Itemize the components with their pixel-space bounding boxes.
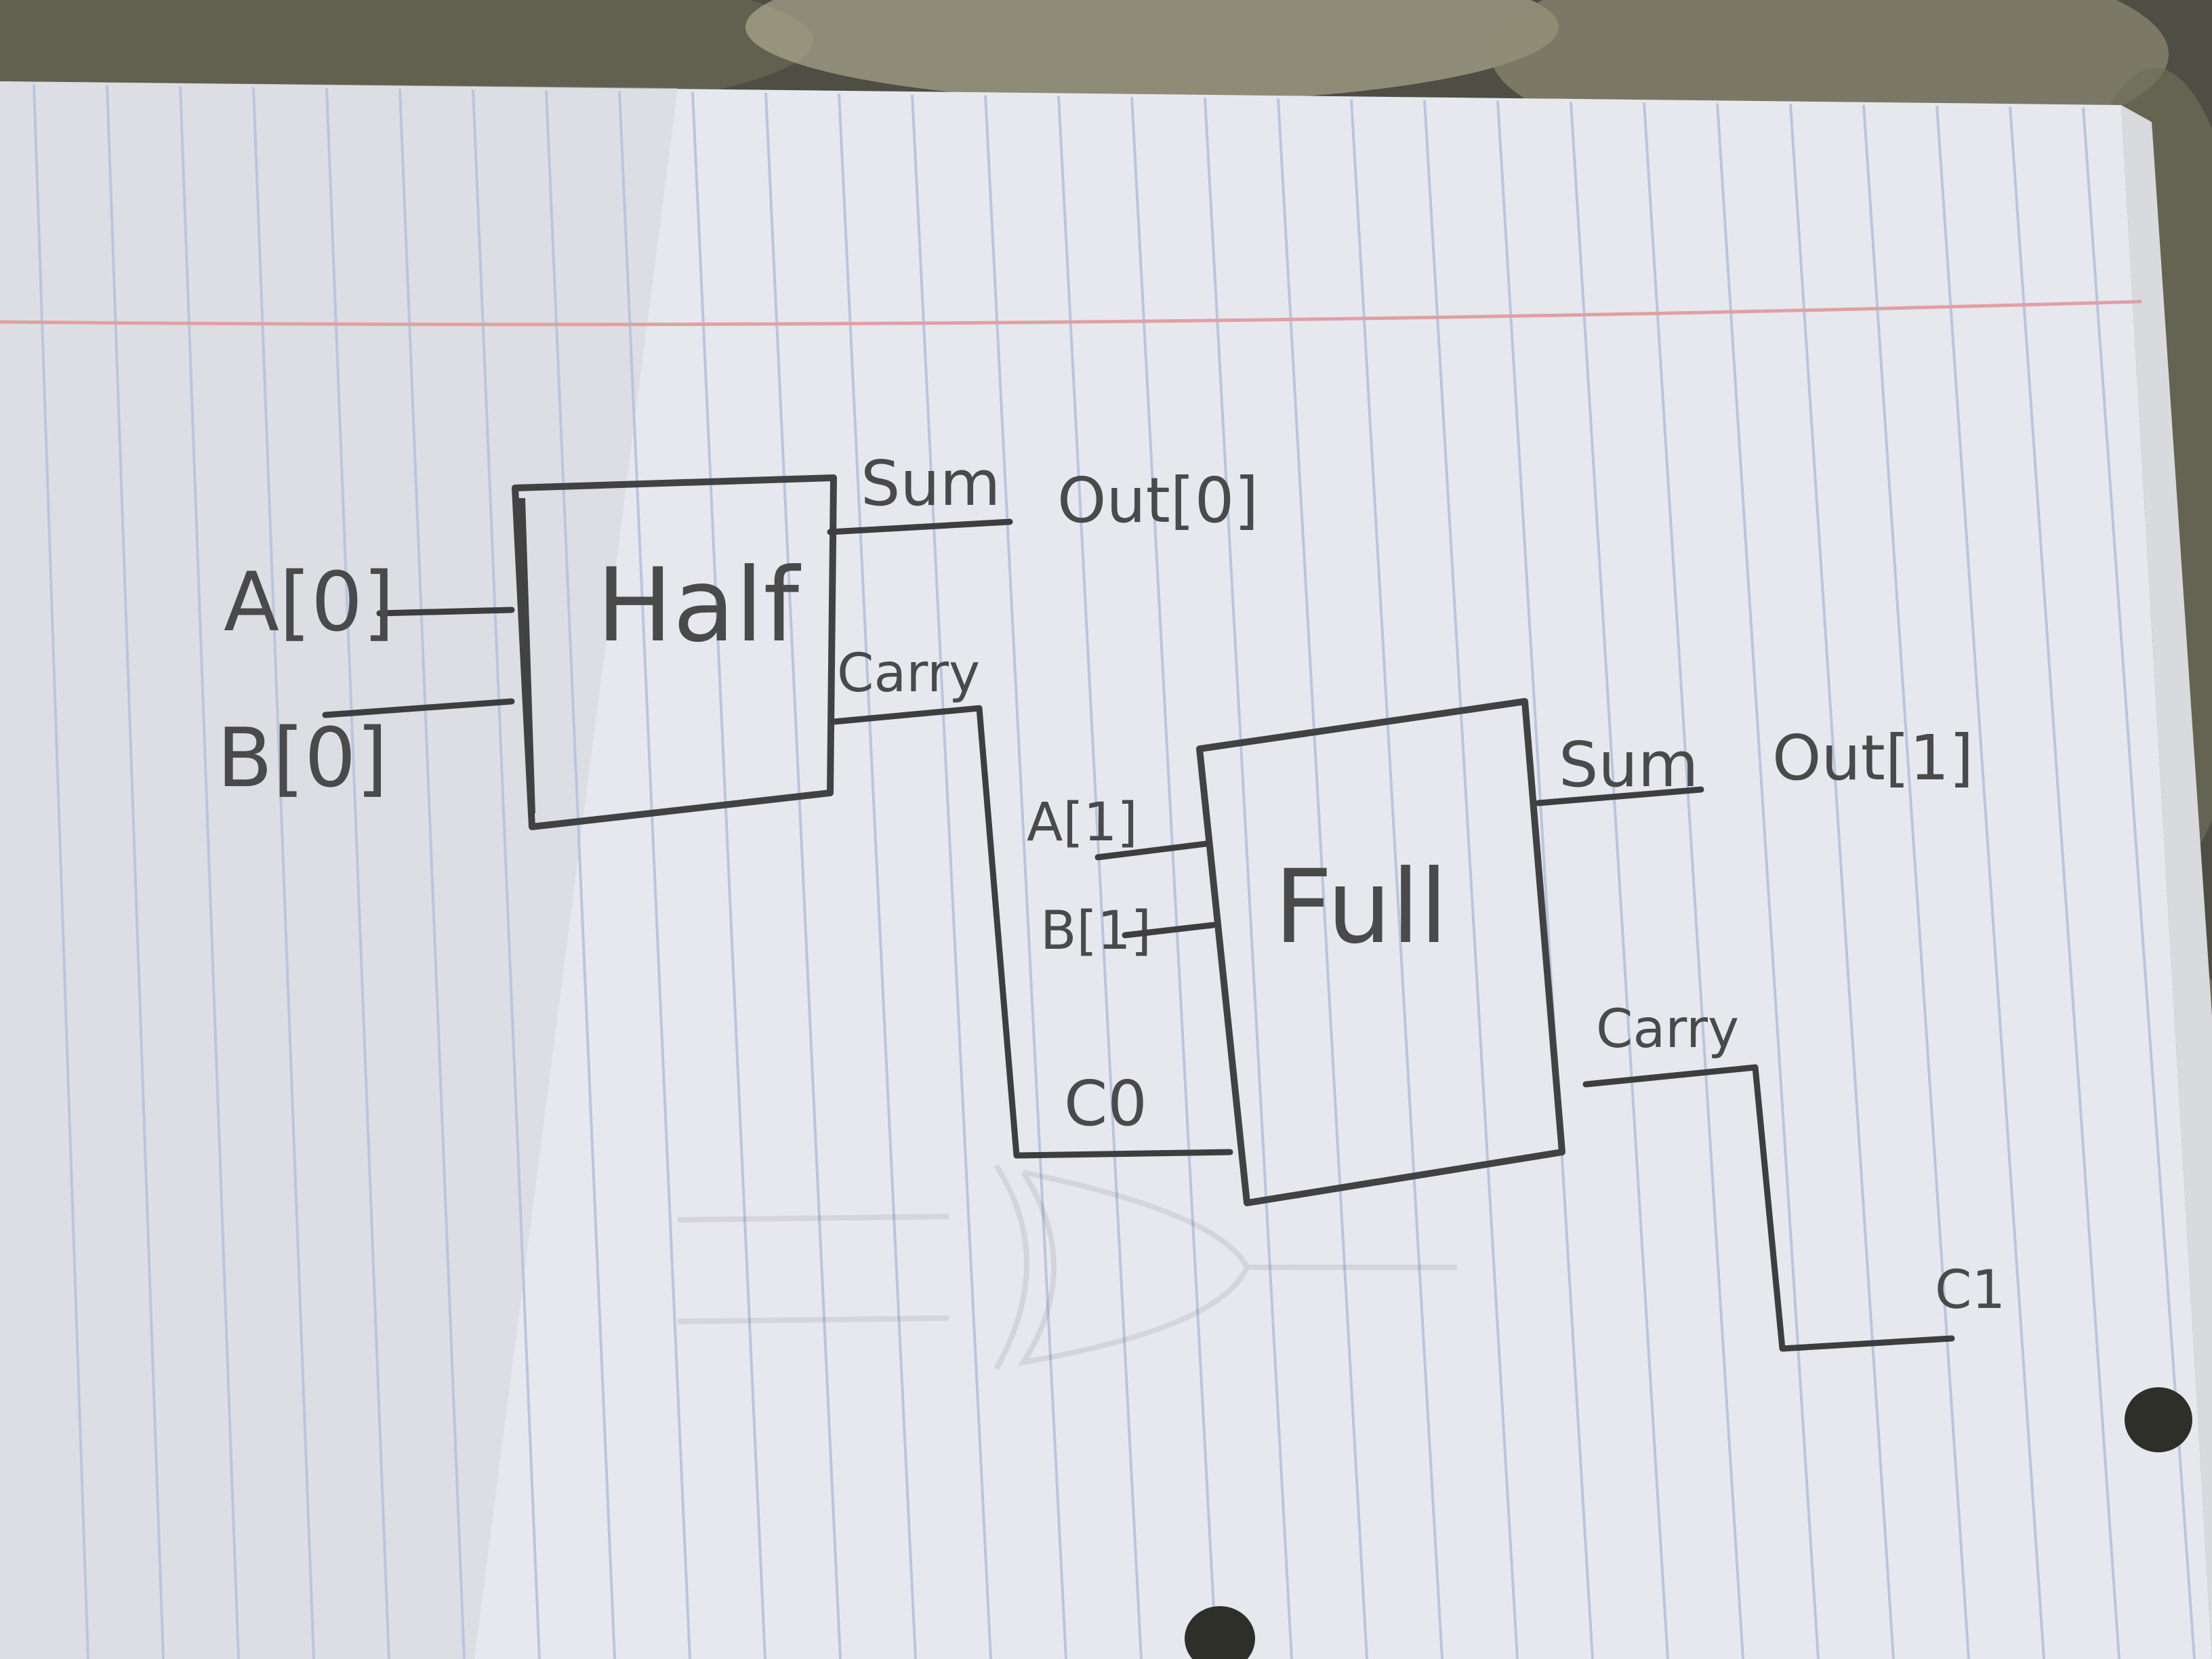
ruled-line (1643, 102, 1744, 1659)
label-full-carry: Carry (1596, 999, 1739, 1060)
half-adder-label: Half (596, 547, 801, 665)
punch-hole (1185, 1606, 1255, 1659)
label-a1: A[1] (1027, 792, 1138, 853)
ruled-line (1936, 106, 2045, 1659)
wire-half-carry (830, 705, 1233, 1159)
ruled-line (1496, 100, 1594, 1659)
wire-b0 (322, 698, 515, 718)
ruled-line (472, 89, 541, 1659)
ruled-line (1204, 98, 1293, 1659)
ruled-line (984, 95, 1067, 1659)
erased-sketch-ghost (677, 1164, 1457, 1370)
wire-a1 (1094, 840, 1210, 861)
wire-a0 (376, 607, 515, 617)
label-half-carry: Carry (837, 643, 980, 704)
ruled-line (179, 86, 240, 1659)
wire-b1 (1122, 922, 1216, 939)
label-a0: A[0] (224, 556, 394, 650)
label-c1: C1 (1935, 1260, 2005, 1321)
wire-full-carry (1582, 1064, 1955, 1352)
label-full-sum: Sum (1559, 729, 1698, 801)
half-adder-outputs: Sum Out[0] Carry (827, 447, 1258, 1159)
full-adder-label: Full (1274, 848, 1448, 966)
ruled-line (1130, 96, 1218, 1659)
margin-line (0, 300, 2142, 327)
ruled-line (2009, 106, 2121, 1659)
ruled-line (1277, 98, 1368, 1659)
half-adder-inputs: A[0] B[0] (217, 556, 515, 806)
ruled-line (911, 94, 992, 1659)
ruled-line (618, 91, 691, 1659)
ruled-line (106, 85, 165, 1659)
wire-full-sum (1535, 786, 1704, 806)
ruled-line (1862, 104, 1970, 1659)
ruled-line (545, 90, 616, 1659)
ruled-lines (33, 84, 2196, 1659)
wire-half-sum (827, 518, 1013, 535)
ruled-line (1716, 103, 1820, 1659)
half-adder-block: Half (512, 474, 837, 830)
ruled-line (1423, 100, 1519, 1659)
ruled-line (1057, 96, 1143, 1659)
ruled-line (1570, 102, 1669, 1659)
full-adder-box (1196, 698, 1565, 1206)
label-out1: Out[1] (1772, 722, 1973, 794)
label-c0: C0 (1064, 1067, 1147, 1140)
full-adder-outputs: Sum Out[1] Carry C1 (1535, 722, 2005, 1352)
ruled-line (252, 87, 315, 1659)
ruled-line (1350, 99, 1443, 1659)
notebook-paper (0, 81, 2212, 1659)
full-adder-inputs: A[1] B[1] C0 (1027, 792, 1216, 1140)
punch-hole (2125, 1387, 2192, 1452)
ruled-line (325, 87, 390, 1659)
label-half-sum: Sum (861, 447, 1000, 520)
label-out0: Out[0] (1057, 464, 1258, 537)
ruled-line (1789, 104, 1895, 1659)
label-b1: B[1] (1040, 901, 1151, 962)
ruled-line (33, 84, 89, 1659)
label-b0: B[0] (217, 712, 388, 806)
ruled-line (838, 94, 917, 1659)
ruled-line (764, 92, 842, 1659)
ruled-line (691, 91, 766, 1659)
ruled-line (398, 88, 466, 1659)
full-adder-block: Full (1196, 698, 1565, 1206)
